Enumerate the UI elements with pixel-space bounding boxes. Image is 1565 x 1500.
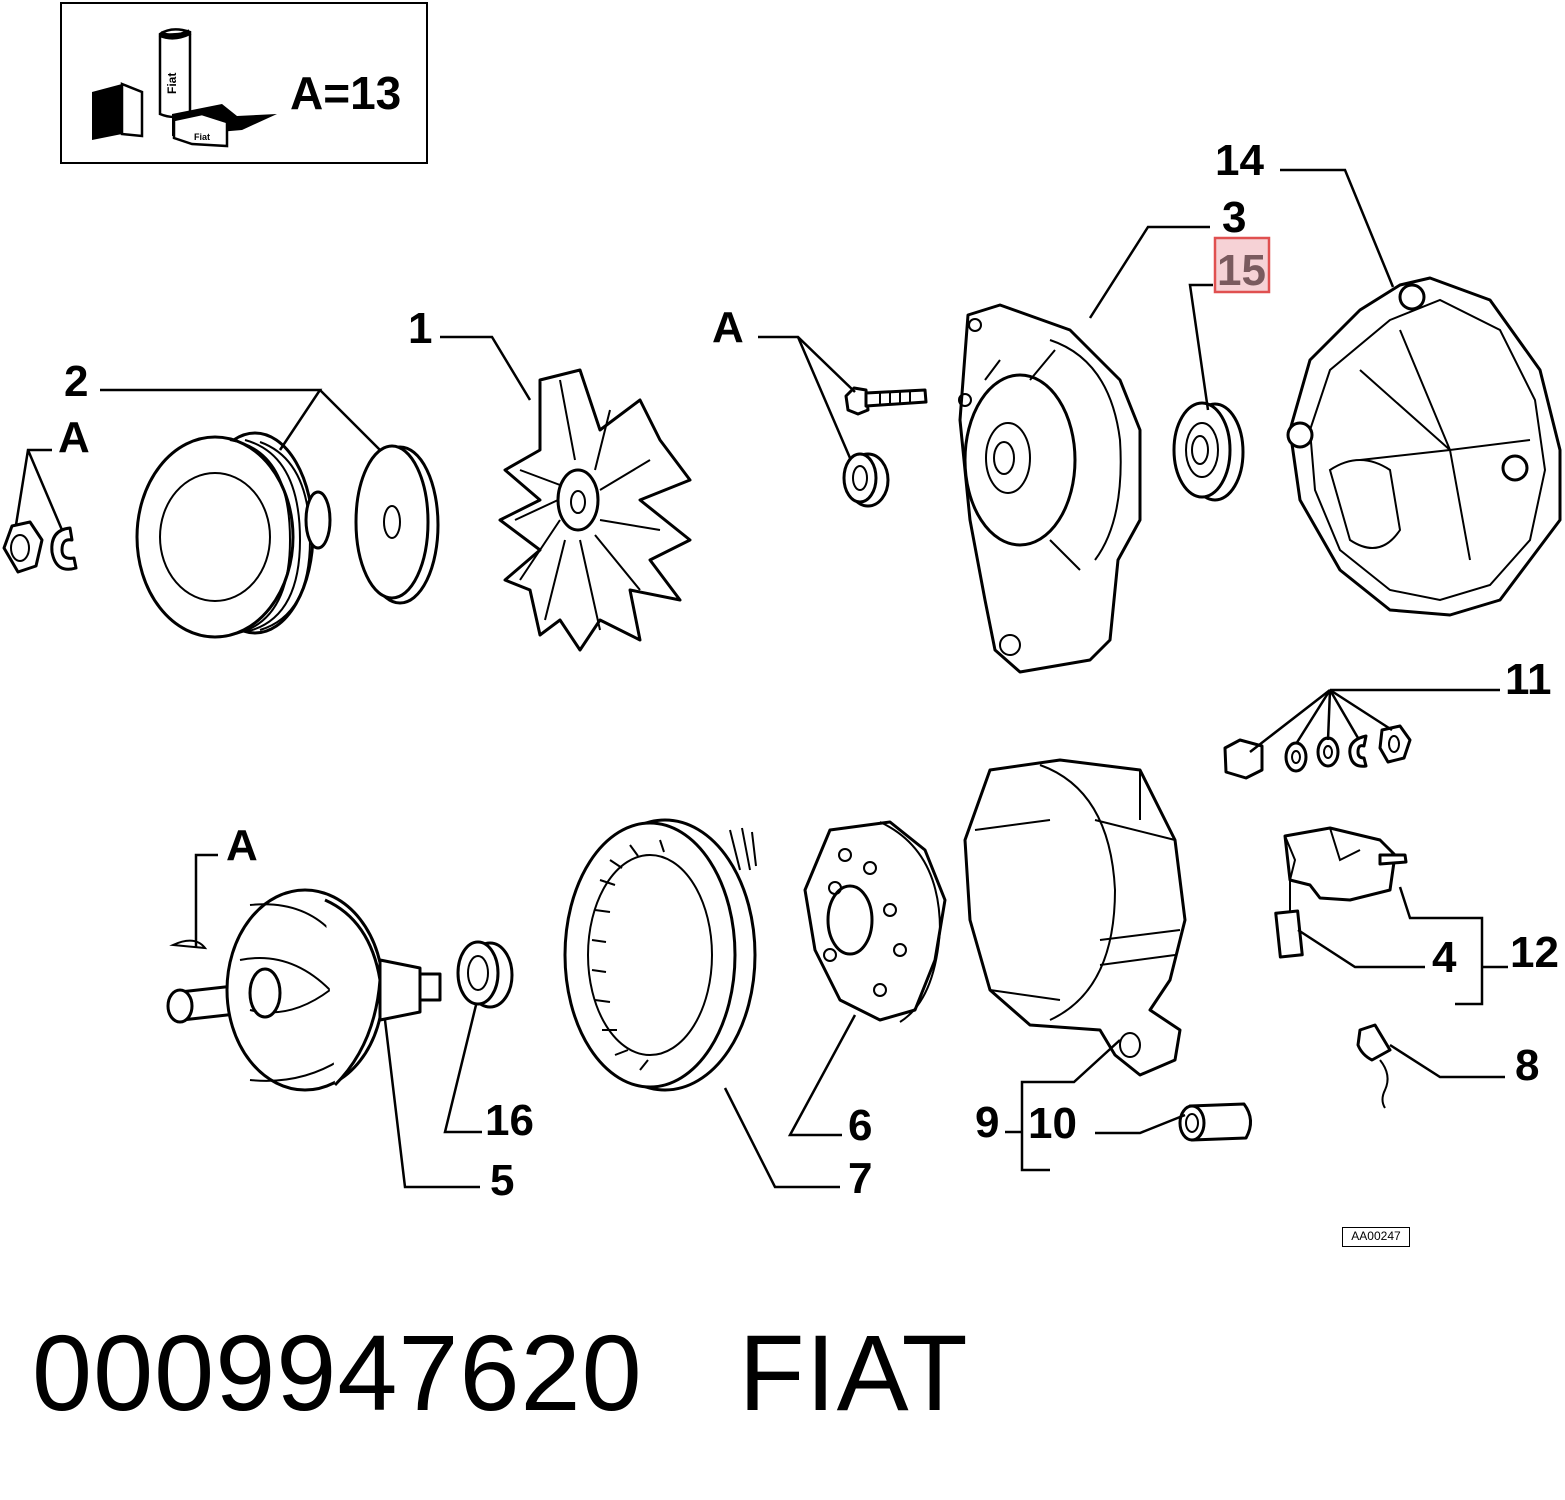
pulley-disc-part [354,444,440,605]
callout-1[interactable]: 1 [408,304,432,353]
brand-name: FIAT [738,1312,969,1433]
legend-box: Fiat Fiat Fiat A=13 [60,2,428,164]
regulator-part [1274,826,1408,959]
callout-9[interactable]: 9 [975,1098,999,1147]
rear-cover-part [1286,276,1562,617]
package-label-2: Fiat [165,73,179,94]
callout-10[interactable]: 10 [1028,1099,1077,1148]
rectifier-part [803,820,947,1023]
rotor-part [166,888,442,1092]
legend-text: A=13 [290,67,402,119]
package-label-3: Fiat [194,132,210,142]
callout-14[interactable]: 14 [1215,136,1264,185]
callout-4[interactable]: 4 [1432,933,1457,982]
callout-5[interactable]: 5 [490,1156,514,1205]
exploded-parts-diagram: 1 2 A A 3 15 14 11 A 16 5 6 7 9 10 4 12 … [2,136,1562,1205]
callout-a-nut[interactable]: A [58,413,90,462]
pulley-part [135,431,332,639]
callout-3[interactable]: 3 [1222,193,1246,242]
caption: 0009947620 FIAT [32,1310,969,1435]
part-number: 0009947620 [32,1312,643,1433]
callout-8[interactable]: 8 [1515,1041,1539,1090]
callout-15-highlight [1213,236,1271,294]
callout-15[interactable]: 15 [1217,246,1266,295]
drive-end-shield-part [958,303,1142,674]
callout-11[interactable]: 11 [1505,655,1552,704]
fan-part [498,368,692,652]
stator-part [563,818,757,1092]
bolt-part [844,386,928,416]
callout-16[interactable]: 16 [485,1096,534,1145]
bearing-16-part [456,940,514,1009]
bushing-part [842,452,890,508]
callout-7[interactable]: 7 [848,1154,872,1203]
split-washer-part [50,526,78,571]
callout-6[interactable]: 6 [848,1101,872,1150]
leader-lines [14,168,1508,1189]
terminal-hardware-part [1223,724,1412,780]
reference-code: AA00247 [1342,1227,1410,1247]
package-label-1: Fiat [106,112,120,132]
bearing-15-part [1172,401,1245,502]
connector-part [1356,1023,1392,1109]
sleeve-part [1178,1102,1252,1142]
housing-part [963,758,1187,1077]
callout-a-rotor[interactable]: A [226,821,258,870]
callout-a-bolt[interactable]: A [712,303,744,352]
nut-part [2,520,44,574]
sealant-package-icon: Fiat Fiat Fiat [92,28,277,148]
callout-12[interactable]: 12 [1510,928,1559,977]
callout-2[interactable]: 2 [64,357,88,406]
